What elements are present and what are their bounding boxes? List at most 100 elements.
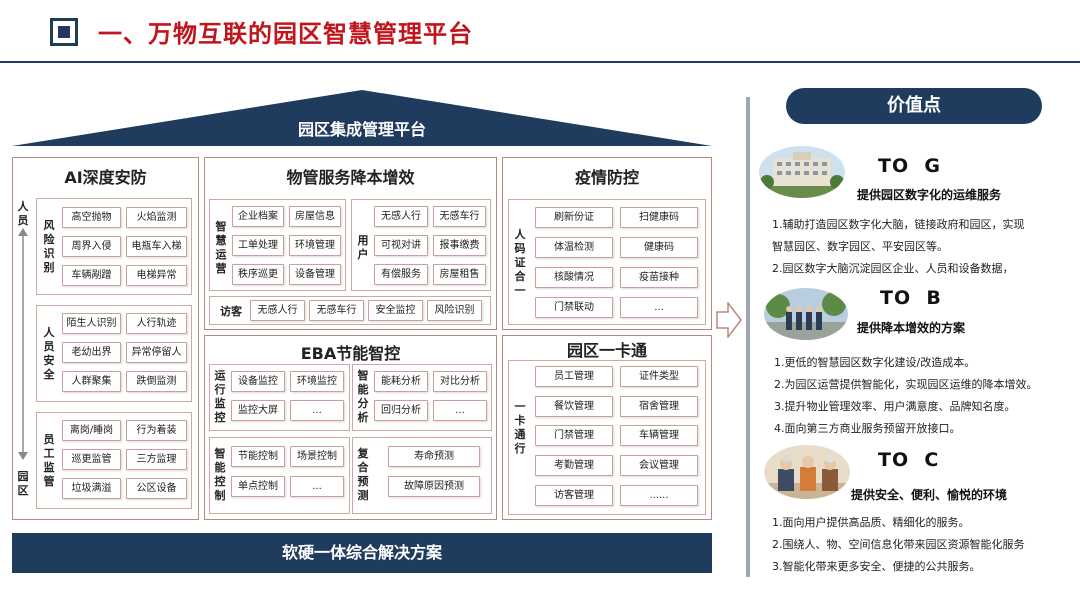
property-user-item[interactable]: 可视对讲 <box>374 235 428 256</box>
to-g-heading: TO G <box>878 155 941 177</box>
property-ops-item[interactable]: 房屋信息 <box>289 206 341 227</box>
ai-item[interactable]: 电瓶车入梯 <box>126 236 187 257</box>
epidemic-item[interactable]: 扫健康码 <box>620 207 698 228</box>
residents-service-photo <box>764 445 850 499</box>
card-item[interactable]: 访客管理 <box>535 485 613 506</box>
property-ops-item[interactable]: 工单处理 <box>232 235 284 256</box>
eba-item[interactable]: 设备监控 <box>231 371 285 392</box>
right-arrow-icon <box>716 302 742 338</box>
ai-item[interactable]: 火焰监测 <box>126 207 187 228</box>
to-c-item: 2.围绕人、物、空间信息化带来园区资源智能化服务 <box>772 534 1025 556</box>
ai-item[interactable]: 公区设备 <box>126 478 187 499</box>
eba-item[interactable]: 单点控制 <box>231 476 285 497</box>
eba-control-label: 智能控制 <box>213 447 227 503</box>
ai-item[interactable]: 人群聚集 <box>62 371 121 392</box>
ai-item[interactable]: 跌倒监测 <box>126 371 187 392</box>
eba-item[interactable]: 节能控制 <box>231 446 285 467</box>
eba-item[interactable]: 回归分析 <box>374 400 428 421</box>
eba-item[interactable]: ... <box>290 476 344 497</box>
staff-supervision-label: 员工监管 <box>42 433 56 489</box>
axis-double-arrow-icon <box>17 228 29 460</box>
epidemic-item[interactable]: 体温检测 <box>535 237 613 258</box>
eba-monitor-label: 运行监控 <box>213 369 227 425</box>
property-visitor-item[interactable]: 无感车行 <box>309 300 364 321</box>
eba-item[interactable]: 监控大屏 <box>231 400 285 421</box>
to-c-item: 1.面向用户提供高品质、精细化的服务。 <box>772 512 970 534</box>
property-visitor-item[interactable]: 无感人行 <box>250 300 305 321</box>
property-ops-item[interactable]: 设备管理 <box>289 264 341 285</box>
card-item[interactable]: 证件类型 <box>620 366 698 387</box>
property-visitor-item[interactable]: 风险识别 <box>427 300 482 321</box>
property-user-item[interactable]: 有偿服务 <box>374 264 428 285</box>
ai-item[interactable]: 巡更监管 <box>62 449 121 470</box>
to-g-item: 2.园区数字大脑沉淀园区企业、人员和设备数据， <box>772 258 1014 280</box>
property-user-item[interactable]: 报事缴费 <box>433 235 486 256</box>
eba-item[interactable]: 能耗分析 <box>374 371 428 392</box>
ai-item[interactable]: 陌生人识别 <box>62 313 121 334</box>
property-visitor-item[interactable]: 安全监控 <box>368 300 423 321</box>
to-c-item: 3.智能化带来更多安全、便捷的公共服务。 <box>772 556 981 578</box>
value-title: 价值点 <box>786 88 1042 124</box>
card-title: 园区一卡通 <box>502 337 712 361</box>
epidemic-item[interactable]: ... <box>620 297 698 318</box>
epidemic-item[interactable]: 刷新份证 <box>535 207 613 228</box>
ai-item[interactable]: 垃圾满溢 <box>62 478 121 499</box>
security-patrol-photo <box>764 288 848 340</box>
solution-bar: 软硬一体综合解决方案 <box>12 533 712 573</box>
ai-item[interactable]: 异常停留人 <box>126 342 187 363</box>
ai-item[interactable]: 电梯异常 <box>126 265 187 286</box>
to-b-item: 3.提升物业管理效率、用户满意度、品牌知名度。 <box>774 396 1016 418</box>
property-ops-item[interactable]: 企业档案 <box>232 206 284 227</box>
to-g-subtitle: 提供园区数字化的运维服务 <box>857 186 1001 203</box>
eba-item[interactable]: ... <box>433 400 487 421</box>
to-g-item: 智慧园区、数字园区、平安园区等。 <box>772 236 948 258</box>
card-item[interactable]: 宿舍管理 <box>620 396 698 417</box>
card-label: 一卡通行 <box>513 400 527 456</box>
to-b-item: 1.更低的智慧园区数字化建设/改造成本。 <box>774 352 975 374</box>
property-user-item[interactable]: 无感人行 <box>374 206 428 227</box>
ai-item[interactable]: 高空抛物 <box>62 207 121 228</box>
people-safety-label: 人员安全 <box>42 326 56 382</box>
card-item[interactable]: 员工管理 <box>535 366 613 387</box>
eba-item[interactable]: 故障原因预测 <box>388 476 480 497</box>
ai-item[interactable]: 老幼出界 <box>62 342 121 363</box>
epidemic-item[interactable]: 疫苗接种 <box>620 267 698 288</box>
user-label: 用户 <box>356 234 370 262</box>
ai-item[interactable]: 三方监理 <box>126 449 187 470</box>
property-title: 物管服务降本增效 <box>204 164 497 188</box>
card-item[interactable]: ...... <box>620 485 698 506</box>
to-g-item: 1.辅助打造园区数字化大脑，链接政府和园区，实现 <box>772 214 1025 236</box>
eba-item[interactable]: ... <box>290 400 344 421</box>
ai-item[interactable]: 车辆剐蹭 <box>62 265 121 286</box>
epidemic-item[interactable]: 健康码 <box>620 237 698 258</box>
epidemic-title: 疫情防控 <box>502 164 712 188</box>
axis-label-park: 园区 <box>16 470 30 498</box>
ai-item[interactable]: 周界入侵 <box>62 236 121 257</box>
eba-item[interactable]: 对比分析 <box>433 371 487 392</box>
card-item[interactable]: 餐饮管理 <box>535 396 613 417</box>
to-b-item: 2.为园区运营提供智能化，实现园区运维的降本增效。 <box>774 374 1038 396</box>
ai-item[interactable]: 离岗/睡岗 <box>62 420 121 441</box>
eba-item[interactable]: 寿命预测 <box>388 446 480 467</box>
ai-item[interactable]: 人行轨迹 <box>126 313 187 334</box>
card-item[interactable]: 考勤管理 <box>535 455 613 476</box>
risk-identify-label: 风险识别 <box>42 219 56 275</box>
platform-roof-label: 园区集成管理平台 <box>12 116 712 140</box>
eba-item[interactable]: 场景控制 <box>290 446 344 467</box>
property-ops-item[interactable]: 秩序巡更 <box>232 264 284 285</box>
eba-analysis-label: 智能分析 <box>356 369 370 425</box>
card-item[interactable]: 门禁管理 <box>535 425 613 446</box>
property-ops-item[interactable]: 环境管理 <box>289 235 341 256</box>
card-item[interactable]: 会议管理 <box>620 455 698 476</box>
to-b-heading: TO B <box>880 287 942 309</box>
property-user-item[interactable]: 房屋租售 <box>433 264 486 285</box>
to-b-subtitle: 提供降本增效的方案 <box>857 319 965 336</box>
epidemic-item[interactable]: 核酸情况 <box>535 267 613 288</box>
ai-item[interactable]: 行为着装 <box>126 420 187 441</box>
to-c-heading: TO C <box>878 449 939 471</box>
smart-ops-label: 智慧运营 <box>214 220 228 276</box>
epidemic-item[interactable]: 门禁联动 <box>535 297 613 318</box>
card-item[interactable]: 车辆管理 <box>620 425 698 446</box>
eba-item[interactable]: 环境监控 <box>290 371 344 392</box>
property-user-item[interactable]: 无感车行 <box>433 206 486 227</box>
